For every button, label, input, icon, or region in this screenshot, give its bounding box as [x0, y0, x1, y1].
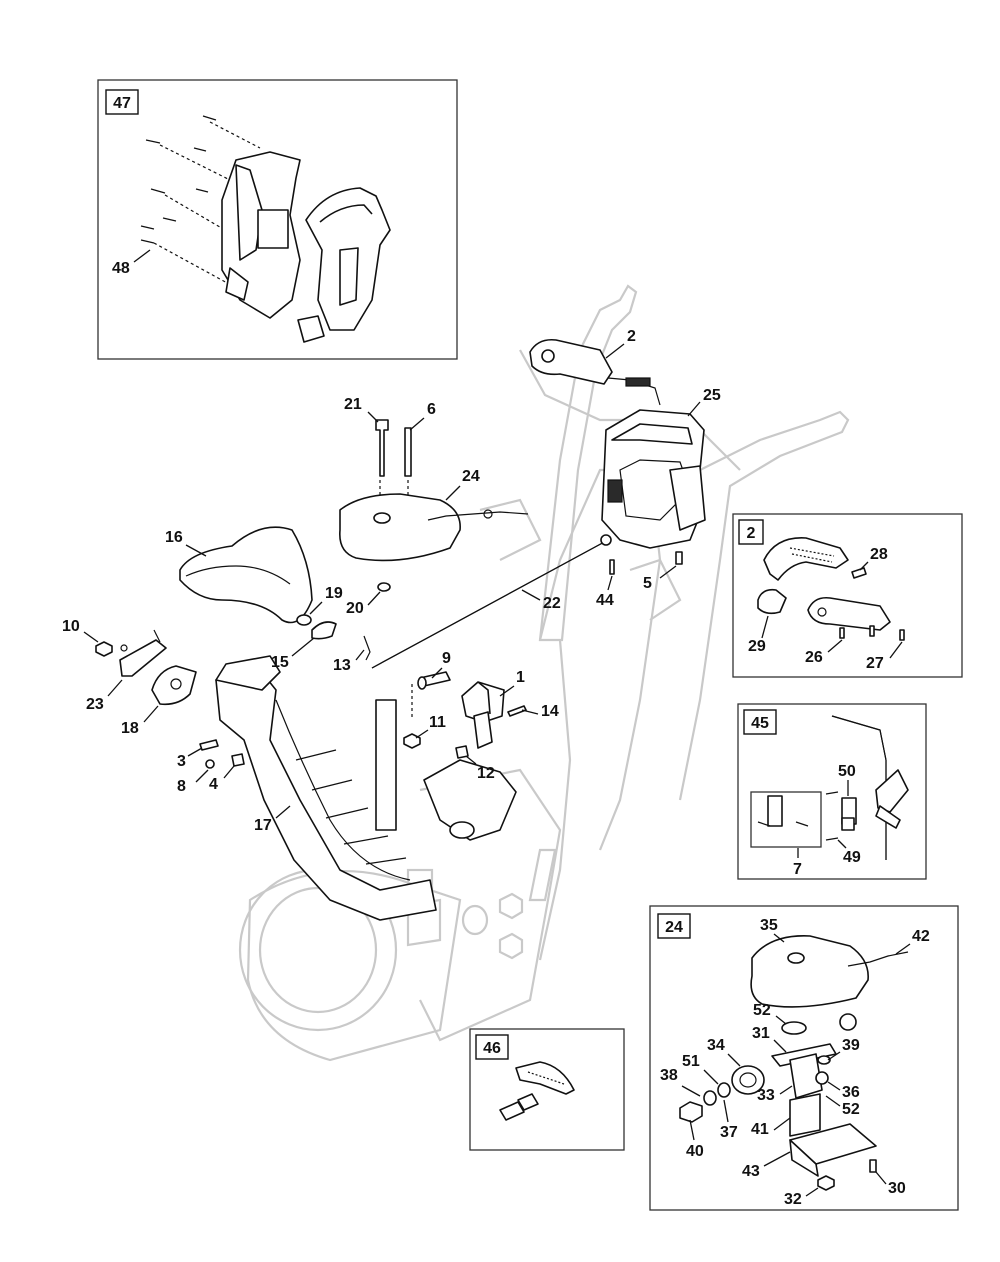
callout-32: 32 [784, 1191, 802, 1208]
callout-7: 7 [793, 861, 802, 878]
callout-44: 44 [596, 592, 614, 609]
inset-24-tag: 24 [665, 919, 683, 936]
callout-50: 50 [838, 763, 856, 780]
callout-9: 9 [442, 650, 451, 667]
inset-47: 47 48 [97, 79, 458, 360]
callout-6: 6 [427, 401, 436, 418]
inset-2: 2 28 29 26 27 [732, 513, 963, 678]
callout-36: 36 [842, 1084, 860, 1101]
inset-2-tag: 2 [747, 525, 756, 542]
callout-29: 29 [748, 638, 766, 655]
callout-52b: 37 [720, 1124, 738, 1141]
callout-19: 19 [325, 585, 343, 602]
callout-1: 1 [516, 669, 525, 686]
inset-45-tag: 45 [751, 715, 769, 732]
callout-11: 11 [429, 714, 446, 731]
callout-33: 33 [757, 1087, 775, 1104]
callout-51: 51 [682, 1053, 700, 1070]
inset-45: 45 50 7 49 [737, 703, 927, 880]
callout-20: 20 [346, 600, 364, 617]
callout-17: 17 [254, 817, 272, 834]
callout-40: 40 [686, 1143, 704, 1160]
callout-24: 24 [462, 468, 480, 485]
snowblower-frame-outline [238, 284, 850, 1062]
callout-21: 21 [344, 396, 362, 413]
callout-18: 18 [121, 720, 139, 737]
callout-41: 41 [751, 1121, 769, 1138]
callout-16: 16 [165, 529, 183, 546]
callout-31: 31 [752, 1025, 770, 1042]
callout-4: 4 [209, 776, 218, 793]
callout-22: 22 [543, 595, 561, 612]
main-assembly [95, 338, 706, 921]
callout-28: 28 [870, 546, 888, 563]
callout-13: 13 [333, 657, 351, 674]
callout-35: 35 [760, 917, 778, 934]
inset-46: 46 [469, 1028, 625, 1151]
callout-49: 49 [843, 849, 861, 866]
callout-8: 8 [177, 778, 186, 795]
callout-27: 27 [866, 655, 884, 672]
callout-48: 48 [112, 260, 130, 277]
callout-39: 39 [842, 1037, 860, 1054]
callout-26: 26 [805, 649, 823, 666]
callout-37: 52 [842, 1101, 860, 1118]
inset-24: 24 35 42 52 31 34 39 51 [649, 905, 959, 1211]
callout-10: 10 [62, 618, 80, 635]
callout-25: 25 [703, 387, 721, 404]
pin-set [140, 115, 261, 291]
callout-2: 2 [627, 328, 636, 345]
callout-12: 12 [477, 765, 495, 782]
callout-5: 5 [643, 575, 652, 592]
main-callouts: 2 25 21 6 24 16 19 20 22 44 5 10 23 15 1… [62, 328, 721, 834]
callout-42: 42 [912, 928, 930, 945]
callout-30: 30 [888, 1180, 906, 1197]
callout-43: 43 [742, 1163, 760, 1180]
callout-3: 3 [177, 753, 186, 770]
callout-38: 38 [660, 1067, 678, 1084]
inset-47-tag: 47 [113, 95, 131, 112]
callout-14: 14 [541, 703, 559, 720]
callout-52a: 52 [753, 1002, 771, 1019]
callout-15: 15 [271, 654, 289, 671]
callout-23: 23 [86, 696, 104, 713]
inset-46-tag: 46 [483, 1040, 501, 1057]
callout-34: 34 [707, 1037, 725, 1054]
